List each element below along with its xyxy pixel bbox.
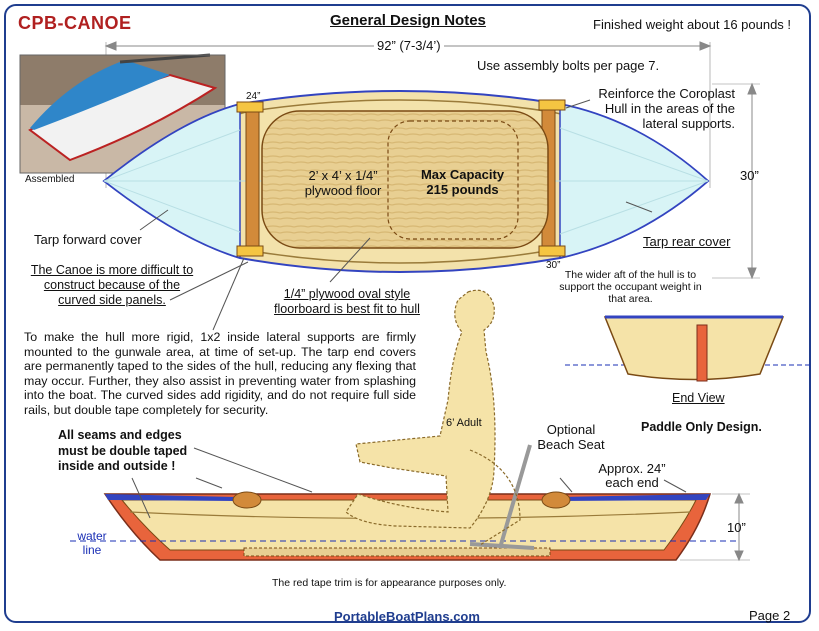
bolts-note: Use assembly bolts per page 7. (477, 58, 660, 73)
support-angle-label-top: 24” (246, 91, 261, 102)
end-length-label: Approx. 24” each end (598, 461, 666, 490)
reinforce-note: Reinforce the Coroplast Hull in the area… (598, 86, 735, 131)
canoe-top-view (102, 90, 710, 273)
width-dimension-label: 30” (740, 168, 759, 183)
seams-note: All seams and edges must be double taped… (58, 428, 188, 473)
logo-text: CPB-CANOE (18, 13, 132, 33)
end-view-label: End View (672, 391, 725, 405)
difficulty-note: The Canoe is more difficult to construct… (30, 263, 194, 307)
page-number: Page 2 (749, 608, 791, 623)
photo-caption: Assembled (25, 174, 75, 185)
floor-label: 2’ x 4’ x 1/4” plywood floor (304, 168, 382, 198)
beach-seat-label: Optional Beach Seat (537, 422, 605, 452)
height-dimension-line (680, 492, 750, 562)
waterline-label: water line (77, 529, 107, 557)
width-dimension-line (712, 82, 760, 280)
tarp-rear-label: Tarp rear cover (643, 234, 731, 249)
wider-aft-note: The wider aft of the hull is to support … (559, 269, 702, 305)
canoe-side-view (70, 289, 736, 561)
tarp-forward-label: Tarp forward cover (34, 232, 142, 247)
end-view-drawing (565, 315, 812, 382)
support-angle-label-bottom: 30” (546, 260, 561, 271)
adult-figure-label: 6’ Adult (446, 417, 482, 429)
website-link[interactable]: PortableBoatPlans.com (334, 609, 480, 624)
height-dimension-label: 10” (727, 520, 746, 535)
oval-floor-note: 1/4” plywood oval style floorboard is be… (274, 287, 420, 316)
length-dimension-label: 92” (7-3/4’) (374, 38, 444, 53)
paddle-note: Paddle Only Design. (641, 420, 762, 434)
page-frame (4, 4, 811, 623)
page-title: General Design Notes (330, 12, 486, 29)
callout-arrows (139, 99, 653, 331)
design-paragraph: To make the hull more rigid, 1x2 inside … (24, 330, 416, 417)
side-callout-arrows (131, 447, 687, 519)
capacity-label: Max Capacity 215 pounds (420, 167, 505, 197)
red-tape-note: The red tape trim is for appearance purp… (272, 577, 507, 589)
weight-note: Finished weight about 16 pounds ! (593, 17, 792, 32)
